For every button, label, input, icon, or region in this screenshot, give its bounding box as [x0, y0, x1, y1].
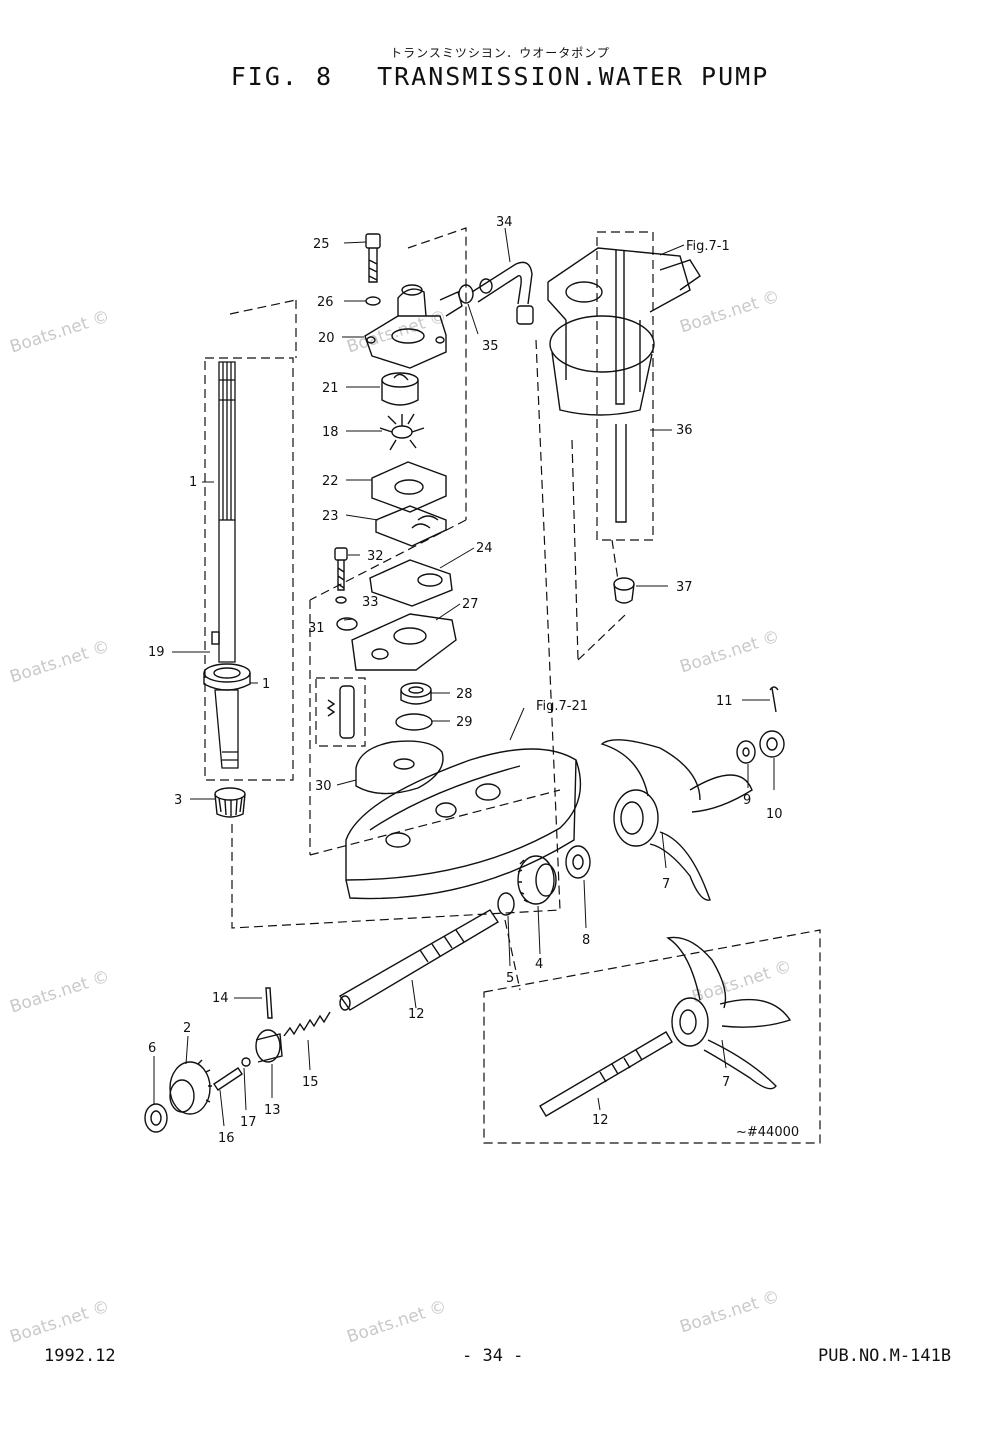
- washer-31: [336, 617, 358, 631]
- callout-4: 4: [535, 957, 543, 972]
- pinion-gear: [214, 787, 246, 818]
- callout-20: 20: [318, 331, 335, 346]
- callout-21: 21: [322, 381, 339, 396]
- callout-37: 37: [676, 580, 693, 595]
- page-title: FIG. 8 TRANSMISSION.WATER PUMP: [0, 62, 1000, 91]
- bolt-25: [365, 233, 381, 283]
- propeller-nut: [759, 730, 785, 758]
- callout-17: 17: [240, 1115, 257, 1130]
- clutch: [255, 1029, 283, 1063]
- callout-34: 34: [496, 215, 513, 230]
- callout-6: 6: [148, 1041, 156, 1056]
- propeller-shaft: [338, 909, 499, 1011]
- ref-fig7-1: Fig.7-1: [686, 239, 730, 254]
- water-pump-housing: [364, 284, 463, 369]
- callout-16: 16: [218, 1131, 235, 1146]
- callout-9: 9: [743, 793, 751, 808]
- callout-15: 15: [302, 1075, 319, 1090]
- callout-30: 30: [315, 779, 332, 794]
- callout-27: 27: [462, 597, 479, 612]
- callout-19: 19: [148, 645, 165, 660]
- drive-shaft-group-box: [204, 357, 294, 781]
- ref-fig7-21: Fig.7-21: [536, 699, 588, 714]
- propeller-alt: [666, 936, 792, 1090]
- oil-seal: [400, 682, 432, 705]
- callout-3: 3: [174, 793, 182, 808]
- pin-14: [265, 987, 273, 1019]
- outer-plate: [375, 505, 447, 547]
- callout-1: 1: [189, 475, 197, 490]
- callout-28: 28: [456, 687, 473, 702]
- gasket-30: [355, 740, 444, 795]
- grommet-37: [613, 577, 635, 604]
- callout-1b: 1: [262, 677, 270, 692]
- key: [211, 631, 220, 645]
- figure-title: TRANSMISSION.WATER PUMP: [377, 62, 770, 91]
- gear-case: [345, 748, 582, 900]
- cotter-pin: [769, 686, 779, 713]
- callout-12: 12: [408, 1007, 425, 1022]
- o-ring: [395, 713, 433, 731]
- propeller: [600, 739, 753, 901]
- water-tube: [615, 250, 627, 523]
- washer-9: [736, 740, 756, 764]
- callout-29: 29: [456, 715, 473, 730]
- washer-33: [335, 596, 347, 604]
- callout-13: 13: [264, 1103, 281, 1118]
- pin-group-box: [315, 677, 366, 747]
- callout-23: 23: [322, 509, 339, 524]
- figure-number: FIG. 8: [230, 62, 334, 91]
- callout-8: 8: [582, 933, 590, 948]
- callout-5: 5: [506, 971, 514, 986]
- callout-2: 2: [183, 1021, 191, 1036]
- impeller-housing: [381, 372, 419, 406]
- propeller-shaft-alt: [539, 1031, 673, 1117]
- ball: [241, 1057, 251, 1067]
- callout-11: 11: [716, 694, 733, 709]
- gasket-22: [371, 461, 447, 513]
- forward-gear: [517, 855, 557, 905]
- reverse-gear: [169, 1059, 212, 1115]
- water-pipe: [458, 261, 534, 325]
- callout-7b: 7: [722, 1075, 730, 1090]
- callout-35: 35: [482, 339, 499, 354]
- callout-33: 33: [362, 595, 379, 610]
- driveshaft-housing: [547, 247, 701, 416]
- callout-26: 26: [317, 295, 334, 310]
- spring: [283, 1011, 331, 1037]
- footer-page-number: - 34 -: [462, 1346, 524, 1366]
- callout-25: 25: [313, 237, 330, 252]
- bolt-32: [334, 547, 348, 591]
- serial-range: ~#44000: [736, 1125, 799, 1140]
- callout-10: 10: [766, 807, 783, 822]
- shaft-bearing: [203, 663, 251, 691]
- washer-26: [365, 296, 381, 306]
- callout-12b: 12: [592, 1113, 609, 1128]
- callout-18: 18: [322, 425, 339, 440]
- footer-pub-number: PUB.NO.M-141B: [818, 1346, 952, 1366]
- title-japanese: トランスミツシヨン．ウオータポンプ: [390, 46, 610, 60]
- propeller-alt-group-box: [483, 929, 821, 1144]
- shim: [497, 892, 515, 916]
- pin-16: [213, 1067, 243, 1091]
- gasket-24: [369, 559, 453, 607]
- callout-22: 22: [322, 474, 339, 489]
- pin-parts: [326, 685, 355, 739]
- callout-36: 36: [676, 423, 693, 438]
- callout-14: 14: [212, 991, 229, 1006]
- impeller: [379, 413, 425, 451]
- driveshaft-housing-group-box: [596, 231, 654, 541]
- callout-24: 24: [476, 541, 493, 556]
- callout-31: 31: [308, 621, 325, 636]
- thrust-washer: [565, 845, 591, 879]
- washer-6: [144, 1103, 168, 1133]
- footer-date: 1992.12: [44, 1346, 116, 1366]
- pump-case: [351, 613, 457, 671]
- callout-7: 7: [662, 877, 670, 892]
- drive-shaft: [214, 361, 239, 769]
- callout-32: 32: [367, 549, 384, 564]
